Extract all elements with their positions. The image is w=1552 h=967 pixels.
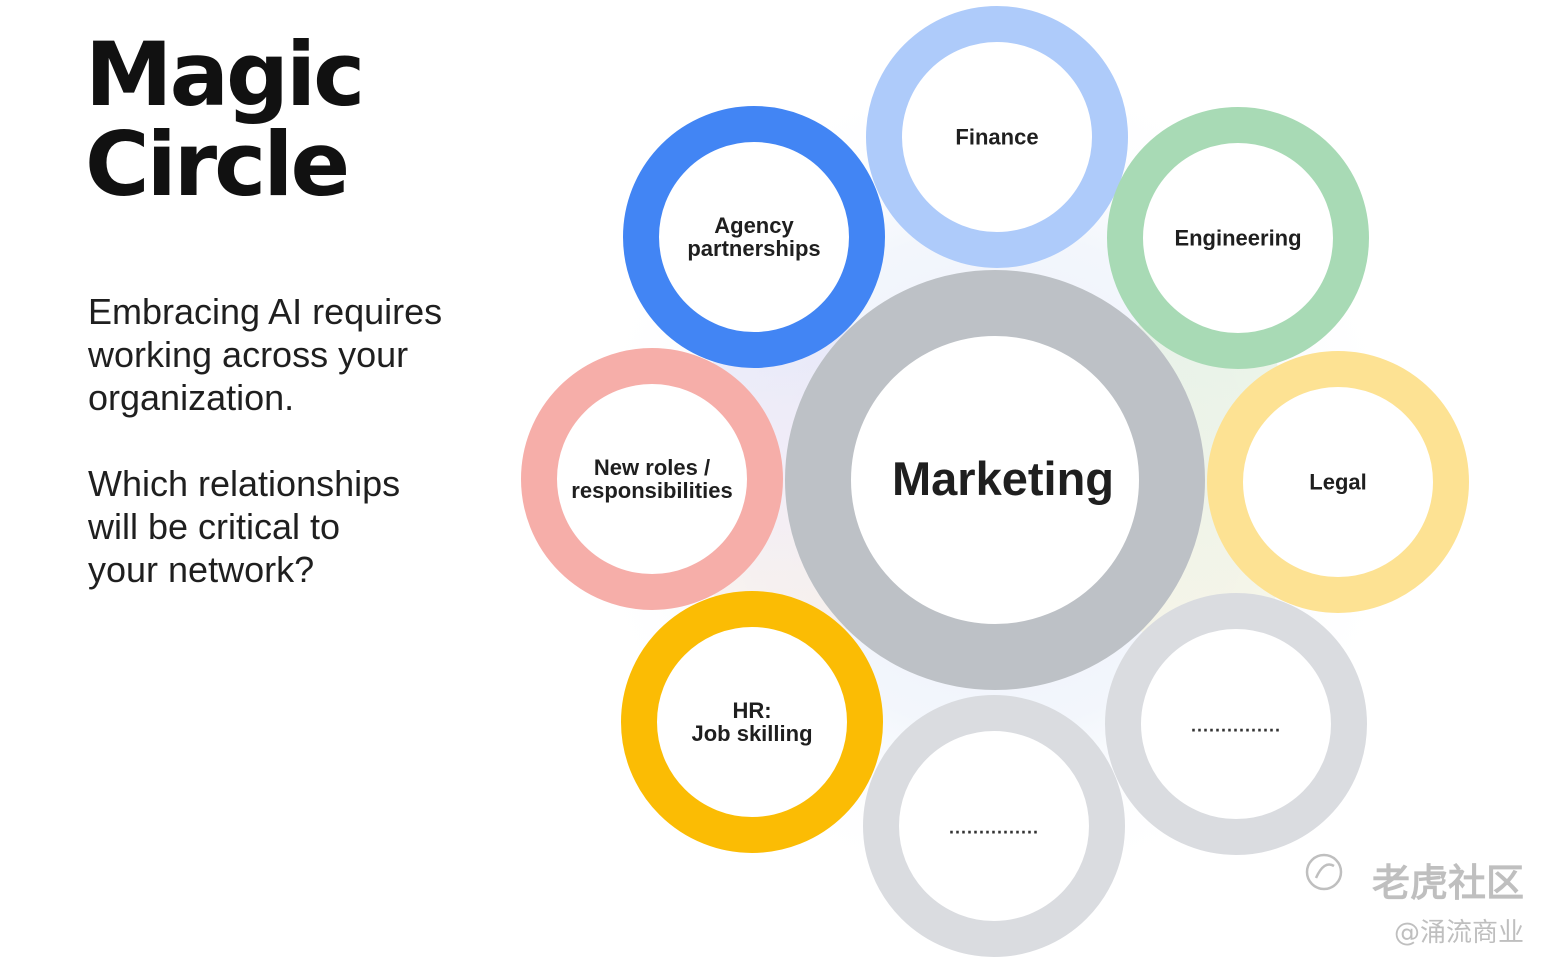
node-label-legal-1: Legal: [1309, 470, 1366, 495]
node-label-new-roles-1: New roles /: [594, 455, 710, 480]
node-label-blank-bottom-1: ...............: [949, 818, 1039, 838]
node-ring-finance: [866, 6, 1128, 268]
watermark-site: 老虎社区: [1371, 861, 1524, 905]
node-ring-engineering: [1107, 107, 1369, 369]
question-paragraph: Which relationships will be critical to …: [88, 462, 508, 591]
question-line-2: will be critical to: [88, 506, 341, 547]
node-label-finance-1: Finance: [955, 125, 1038, 150]
node-ring-legal: [1207, 351, 1469, 613]
node-blank-bottom: ...............: [863, 695, 1125, 957]
center-ring: [785, 270, 1205, 690]
intro-line-2: working across your: [88, 334, 409, 375]
title-line-2: Circle: [85, 113, 350, 216]
watermark-author: @涌流商业: [1393, 918, 1524, 948]
satellite-nodes: FinanceEngineeringLegal.................…: [521, 6, 1469, 957]
node-new-roles: New roles /responsibilities: [521, 348, 783, 610]
node-ring-blank-bottom: [863, 695, 1125, 957]
intro-line-3: organization.: [88, 377, 295, 418]
node-legal: Legal: [1207, 351, 1469, 613]
intro-paragraph: Embracing AI requires working across you…: [88, 290, 508, 419]
title-line-1: Magic: [85, 23, 365, 126]
node-ring-hr: [621, 591, 883, 853]
question-line-1: Which relationships: [88, 463, 401, 504]
question-line-3: your network?: [88, 549, 315, 590]
watermark-logo-icon: [1305, 853, 1343, 891]
node-label-agency-2: partnerships: [687, 236, 820, 261]
intro-line-1: Embracing AI requires: [88, 291, 443, 332]
node-label-new-roles-2: responsibilities: [571, 478, 732, 503]
node-ring-blank-right: [1105, 593, 1367, 855]
node-engineering: Engineering: [1107, 107, 1369, 369]
node-label-engineering-1: Engineering: [1174, 226, 1301, 251]
node-label-agency-1: Agency: [714, 213, 794, 238]
node-ring-agency: [623, 106, 885, 368]
node-finance: Finance: [866, 6, 1128, 268]
page-title: Magic Circle: [85, 23, 365, 216]
node-label-blank-right-1: ...............: [1191, 716, 1281, 736]
center-label: Marketing: [892, 452, 1114, 505]
node-label-hr-1: HR:: [732, 698, 771, 723]
node-label-hr-2: Job skilling: [691, 721, 812, 746]
node-hr: HR:Job skilling: [621, 591, 883, 853]
node-blank-right: ...............: [1105, 593, 1367, 855]
center-node: Marketing: [785, 270, 1205, 690]
node-ring-new-roles: [521, 348, 783, 610]
